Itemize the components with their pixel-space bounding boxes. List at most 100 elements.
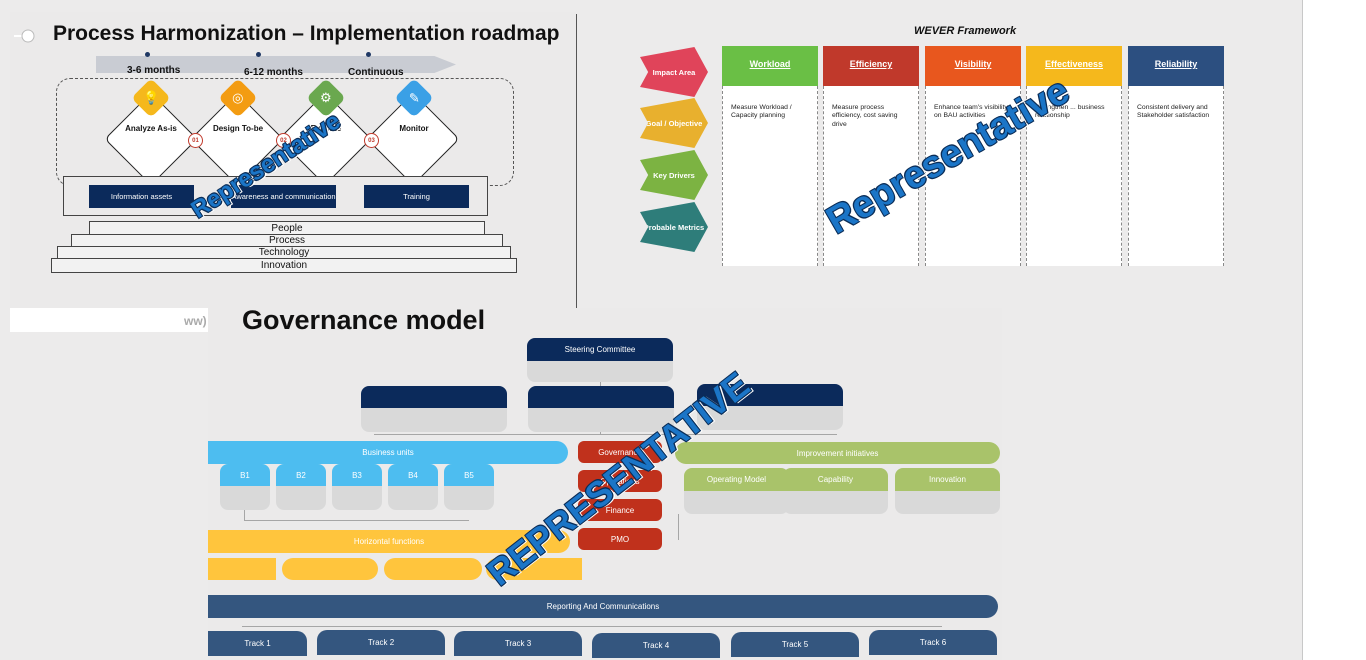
committee-card[interactable] [528,386,674,432]
bu-label: B4 [388,464,438,486]
column-header: Workload [722,46,818,86]
enabler-training: Training [364,185,469,208]
horizontal-item[interactable] [282,558,378,580]
column-effectiveness: Effectiveness Strengthen ... business re… [1026,46,1122,266]
timeline-label: Continuous [348,67,404,78]
function-operations[interactable]: Operations [578,470,662,492]
timeline-label: 6-12 months [244,67,303,78]
governance-title: Governance model [242,305,486,335]
committee-card[interactable] [361,386,507,432]
horizontal-item[interactable] [384,558,482,580]
column-header: Effectiveness [1026,46,1122,86]
card-body [697,406,843,430]
card-body [220,486,270,510]
bu-label: B5 [444,464,494,486]
column-text: Enhance team's visibility on BAU activit… [925,86,1021,266]
track-6[interactable]: Track 6 [869,630,997,655]
function-finance[interactable]: Finance [578,499,662,521]
bu-card[interactable]: B1 [220,464,270,510]
card-body [684,491,789,514]
bu-label: B3 [332,464,382,486]
roadmap-title: Process Harmonization – Implementation r… [53,22,560,45]
slide-strip [10,308,208,332]
reporting-bar[interactable]: Reporting And Communications [208,595,998,618]
track-3[interactable]: Track 3 [454,631,582,656]
phase-label: Execute [310,124,342,133]
connector [244,510,245,520]
step-number: 01 [188,133,203,148]
improvement-card[interactable]: Operating Model [684,468,789,514]
row-label: Key Drivers [640,150,708,200]
step-number: 03 [364,133,379,148]
timeline-label: 3-6 months [127,65,181,76]
card-header [697,384,843,406]
improvement-card[interactable]: Capability [783,468,888,514]
bu-card[interactable]: B4 [388,464,438,510]
committee-card[interactable] [697,384,843,430]
horizontal-functions-bar[interactable]: Horizontal functions [208,530,570,553]
card-body [527,361,673,382]
connector [678,514,679,540]
bullet-icon [14,29,35,43]
wever-slide: WEVER Framework Impact Area Goal / Objec… [634,20,1240,270]
bu-label: B1 [220,464,270,486]
function-pmo[interactable]: PMO [578,528,662,550]
fragment-text: ww) [184,314,207,328]
governance-slide: ww) Governance model Steering Committee … [10,305,1002,660]
column-text: Measure Workload / Capacity planning [722,86,818,266]
function-governance[interactable]: Governance [578,441,662,463]
track-1[interactable]: Track 1 [208,631,307,656]
column-header: Efficiency [823,46,919,86]
improvement-label: Capability [783,468,888,491]
card-header [361,386,507,408]
column-visibility: Visibility Enhance team's visibility on … [925,46,1021,266]
business-units-bar[interactable]: Business units [208,441,568,464]
improvement-bar[interactable]: Improvement initiatives [675,442,1000,464]
column-text: Measure process efficiency, cost saving … [823,86,919,266]
column-efficiency: Efficiency Measure process efficiency, c… [823,46,919,266]
bu-card[interactable]: B2 [276,464,326,510]
phase-label: Design To-be [212,124,264,133]
bu-label: B2 [276,464,326,486]
wever-title: WEVER Framework [914,25,1017,37]
track-2[interactable]: Track 2 [317,630,445,655]
foundation-people: People [89,221,485,235]
enabler-awareness: Awareness and communication [231,185,336,208]
connector [242,626,942,627]
bu-card[interactable]: B3 [332,464,382,510]
card-body [361,408,507,432]
column-workload: Workload Measure Workload / Capacity pla… [722,46,818,266]
steering-label: Steering Committee [527,338,673,361]
timeline-dot [256,52,261,57]
column-header: Reliability [1128,46,1224,86]
row-label: Probable Metrics [640,202,708,252]
improvement-card[interactable]: Innovation [895,468,1000,514]
enabler-information-assets: Information assets [89,185,194,208]
card-header [528,386,674,408]
timeline-dot [366,52,371,57]
horizontal-item[interactable] [486,558,582,580]
column-text: Strengthen ... business relationship [1026,86,1122,266]
track-4[interactable]: Track 4 [592,633,720,658]
horizontal-item[interactable] [208,558,276,580]
card-body [895,491,1000,514]
timeline-dot [145,52,150,57]
card-body [332,486,382,510]
timeline-arrow [96,56,456,73]
card-body [528,408,674,432]
connector [244,520,469,521]
track-5[interactable]: Track 5 [731,632,859,657]
right-margin [1302,0,1366,660]
card-body [444,486,494,510]
column-header: Visibility [925,46,1021,86]
roadmap-slide: Process Harmonization – Implementation r… [10,12,576,308]
row-label: Goal / Objective [640,98,708,148]
card-body [388,486,438,510]
improvement-label: Innovation [895,468,1000,491]
steering-committee[interactable]: Steering Committee [527,338,673,382]
row-label: Impact Area [640,47,708,97]
step-number: 02 [276,133,291,148]
bu-card[interactable]: B5 [444,464,494,510]
connector [374,434,837,435]
